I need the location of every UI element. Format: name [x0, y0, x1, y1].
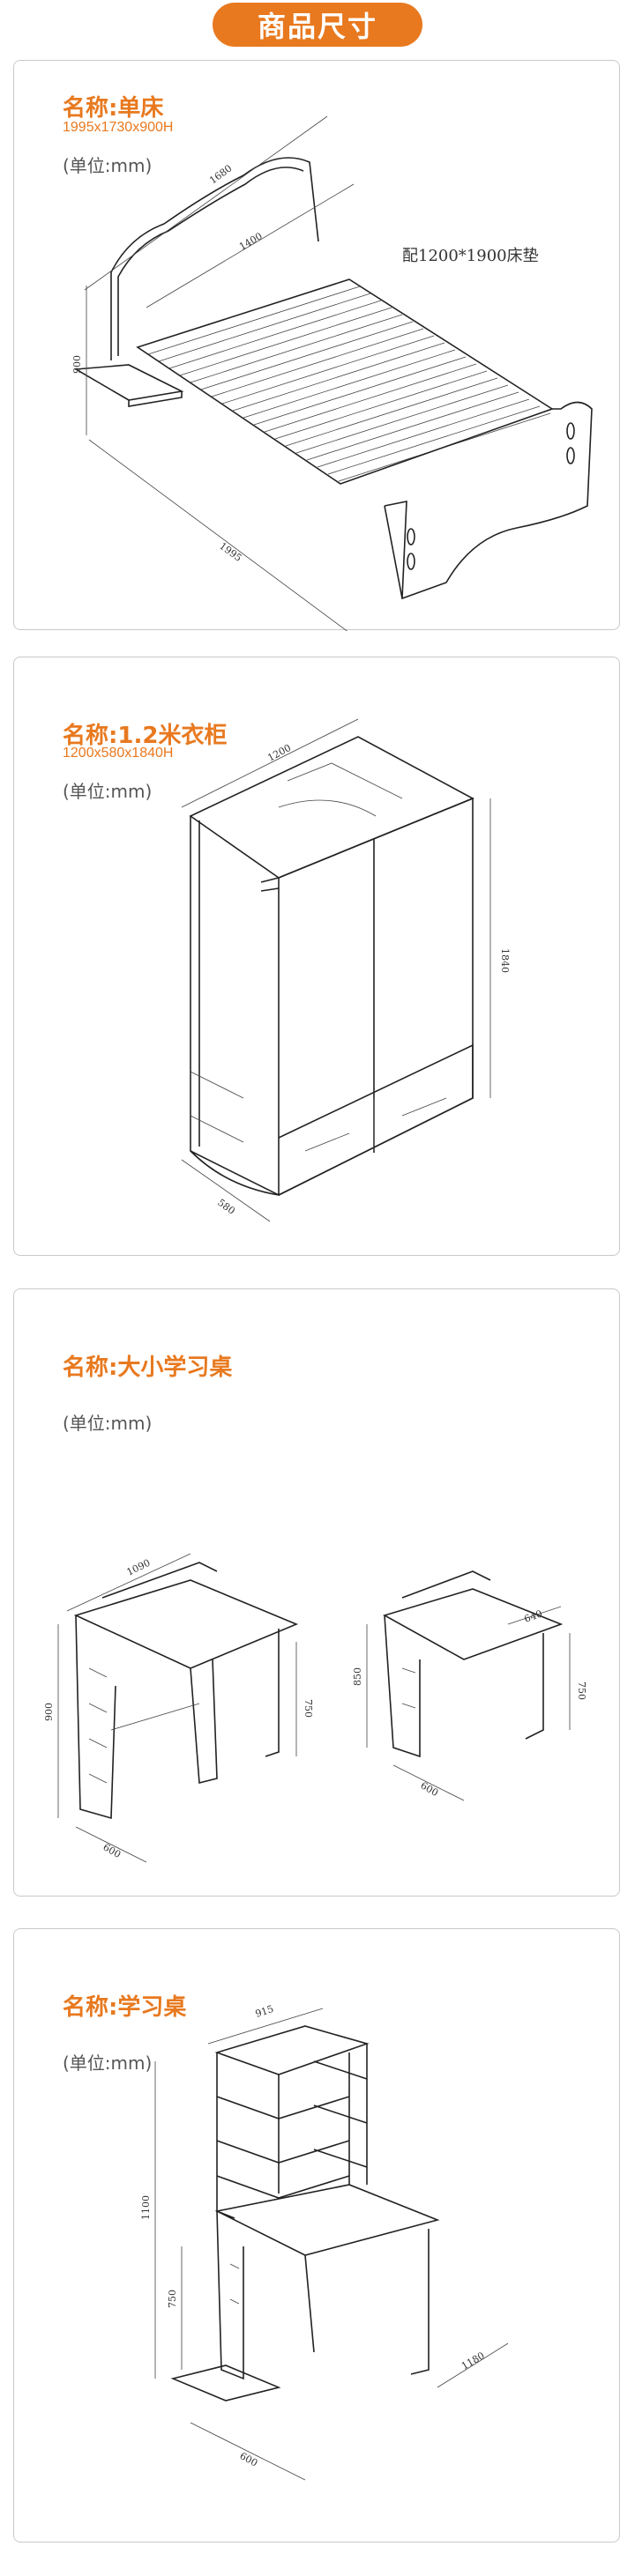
- dim-label: 600: [238, 2450, 260, 2468]
- product-dimensions: 1200x580x1840H: [63, 746, 174, 761]
- dim-label: 750: [167, 2290, 178, 2308]
- product-name: 名称:单床: [63, 95, 164, 122]
- dim-label: 915: [254, 2003, 275, 2020]
- dim-label: 1200: [265, 742, 293, 764]
- section-title: 商品尺寸: [257, 10, 377, 43]
- product-name: 名称:大小学习桌: [63, 1355, 233, 1381]
- dim-label: 600: [101, 1841, 123, 1860]
- wardrobe-drawing: 1200 1840 580: [181, 718, 511, 1222]
- product-card-bed: 名称:单床 1995x1730x900H (单位:mm) 配1200*1900床…: [13, 60, 620, 631]
- dim-label: 1100: [140, 2195, 152, 2220]
- dim-label: 600: [419, 1779, 441, 1799]
- unit-label: (单位:mm): [63, 781, 153, 802]
- product-name: 名称:1.2米衣柜: [63, 723, 228, 749]
- unit-label: (单位:mm): [63, 1413, 153, 1434]
- dim-label: 750: [576, 1681, 587, 1700]
- dim-label: 850: [352, 1667, 363, 1686]
- dim-label: 1400: [237, 230, 265, 252]
- unit-label: (单位:mm): [63, 2053, 153, 2074]
- dim-label: 1995: [217, 540, 243, 564]
- unit-label: (单位:mm): [63, 155, 153, 176]
- study-desk-drawing: 915 1100 750 600 1180: [140, 2003, 509, 2481]
- dim-label: 1090: [125, 1557, 153, 1578]
- dim-label: 580: [215, 1197, 237, 1217]
- dim-label: 900: [43, 1703, 55, 1721]
- dim-label: 1840: [499, 948, 511, 973]
- product-card-wardrobe: 名称:1.2米衣柜 1200x580x1840H (单位:mm) 1200 18…: [13, 657, 620, 1256]
- mattress-note: 配1200*1900床垫: [402, 247, 539, 265]
- dim-label: 750: [303, 1699, 314, 1718]
- product-dimensions: 1995x1730x900H: [63, 120, 174, 135]
- desk-set-drawing: 1090 900 600 750 850 600 750 640: [43, 1553, 587, 1863]
- product-name: 名称:学习桌: [63, 1994, 187, 2021]
- bed-drawing: 1680 1400 900 1995: [71, 115, 593, 631]
- dim-label: 1180: [459, 2350, 487, 2372]
- product-card-desk-set: 名称:大小学习桌 (单位:mm) 1090 900 600 750 850 60…: [13, 1288, 620, 1897]
- product-card-study-desk: 名称:学习桌 (单位:mm) 915 1100 750 600 1180: [13, 1928, 620, 2543]
- section-header-pill: 商品尺寸: [213, 3, 422, 47]
- dim-label: 900: [71, 355, 83, 374]
